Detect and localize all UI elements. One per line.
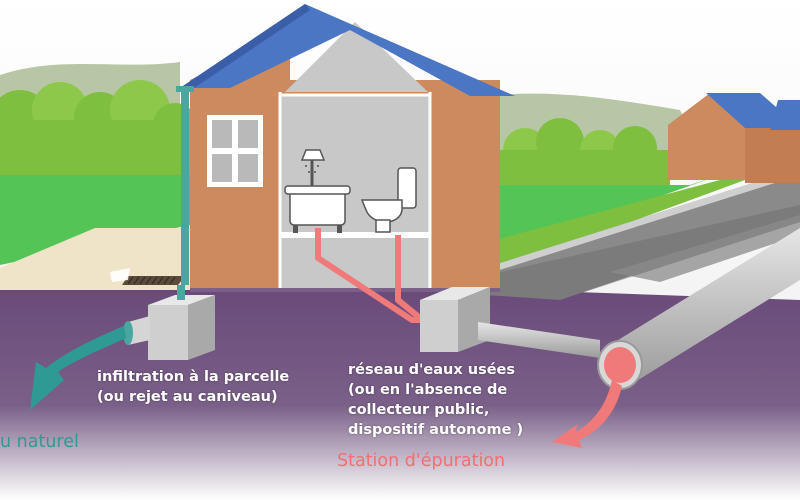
public-sewer <box>597 228 800 390</box>
downpipe <box>176 86 194 285</box>
connection-pipe <box>478 322 600 358</box>
rainwater-arrow <box>30 326 126 410</box>
treatment-plant-label: Station d'épuration <box>337 451 506 471</box>
neighbor-house-2 <box>770 100 800 130</box>
trees-right <box>500 118 670 190</box>
natural-medium-label: u naturel <box>0 432 79 452</box>
rainwater-outlet-pipe <box>123 316 150 345</box>
wastewater-label-line: (ou en l'absence de <box>348 382 508 398</box>
wastewater-label-line: dispositif autonome ) <box>348 422 524 438</box>
infiltration-label-line: infiltration à la parcelle <box>97 369 290 385</box>
house-gable-interior <box>285 22 428 92</box>
wastewater-label: réseau d'eaux usées (ou en l'absence de … <box>348 360 523 440</box>
toilet <box>360 167 417 233</box>
treatment-arrow <box>552 380 622 448</box>
infiltration-label-line: (ou rejet au caniveau) <box>97 389 278 405</box>
wastewater-label-line: réseau d'eaux usées <box>348 362 516 378</box>
wastewater-box <box>420 287 490 352</box>
bathtub <box>284 149 351 233</box>
roof-edge <box>180 4 310 92</box>
infiltration-label: infiltration à la parcelle (ou rejet au … <box>97 367 289 407</box>
rainwater-box <box>148 285 215 360</box>
wastewater-label-line: collecteur public, <box>348 402 490 418</box>
wastewater-pipes <box>315 228 422 323</box>
lawn-left <box>0 175 190 265</box>
roof <box>180 4 515 96</box>
road-surface <box>420 205 800 300</box>
road-curb <box>415 168 800 292</box>
soil-patch <box>0 228 190 290</box>
drain-grate <box>110 268 185 285</box>
